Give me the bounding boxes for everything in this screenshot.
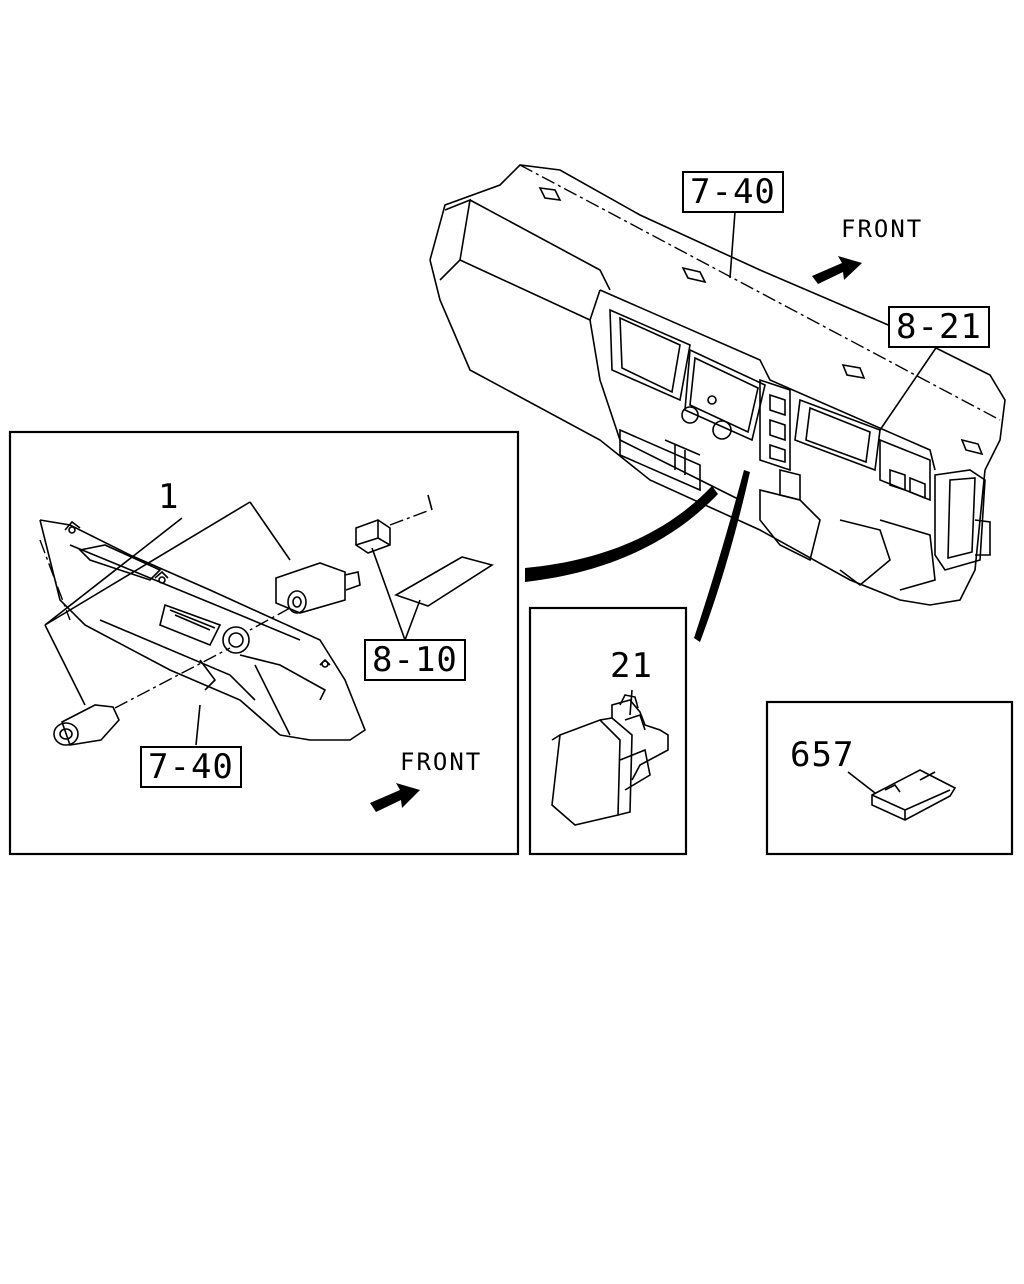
front-label-dashboard: FRONT xyxy=(841,215,924,243)
callout-panel-7-40: 7-40 xyxy=(140,746,242,788)
clip-illustration xyxy=(847,769,957,821)
callout-dashboard-7-40: 7-40 xyxy=(682,171,784,213)
front-label-panel: FRONT xyxy=(400,748,483,776)
callout-connector-panel xyxy=(525,486,718,582)
switch-illustration xyxy=(551,689,669,826)
dashboard-illustration xyxy=(429,164,1006,606)
panel-illustration xyxy=(39,494,494,812)
detail-box-clip xyxy=(765,700,1014,856)
callout-connector-switch xyxy=(694,470,750,642)
callout-dashboard-8-21: 8-21 xyxy=(888,306,990,348)
callout-panel-8-10: 8-10 xyxy=(364,639,466,681)
detail-box-panel xyxy=(8,430,520,856)
callout-item-1: 1 xyxy=(158,477,180,517)
detail-box-switch xyxy=(528,606,688,856)
callout-item-21: 21 xyxy=(610,646,653,686)
callout-item-657: 657 xyxy=(790,735,855,775)
